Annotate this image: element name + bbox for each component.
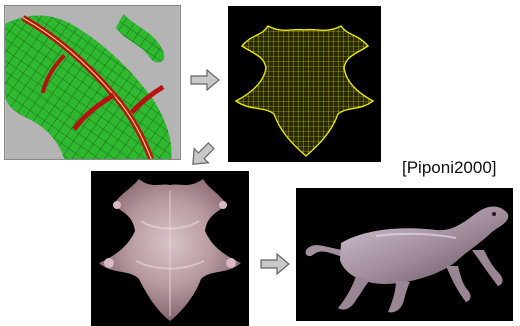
citation-label: [Piponi2000] bbox=[402, 158, 497, 178]
creature-render-panel bbox=[296, 188, 513, 321]
down-left-arrow-icon bbox=[188, 141, 216, 169]
uv-mesh-icon bbox=[228, 6, 381, 162]
right-arrow-icon bbox=[190, 69, 220, 91]
frog-model-icon bbox=[5, 6, 180, 159]
frog-model-panel bbox=[4, 5, 181, 160]
texture-map-icon bbox=[91, 171, 249, 326]
right-arrow-icon bbox=[260, 253, 290, 275]
texture-map-panel bbox=[91, 171, 249, 326]
uv-mesh-panel bbox=[228, 6, 381, 162]
creature-render-icon bbox=[296, 188, 513, 321]
